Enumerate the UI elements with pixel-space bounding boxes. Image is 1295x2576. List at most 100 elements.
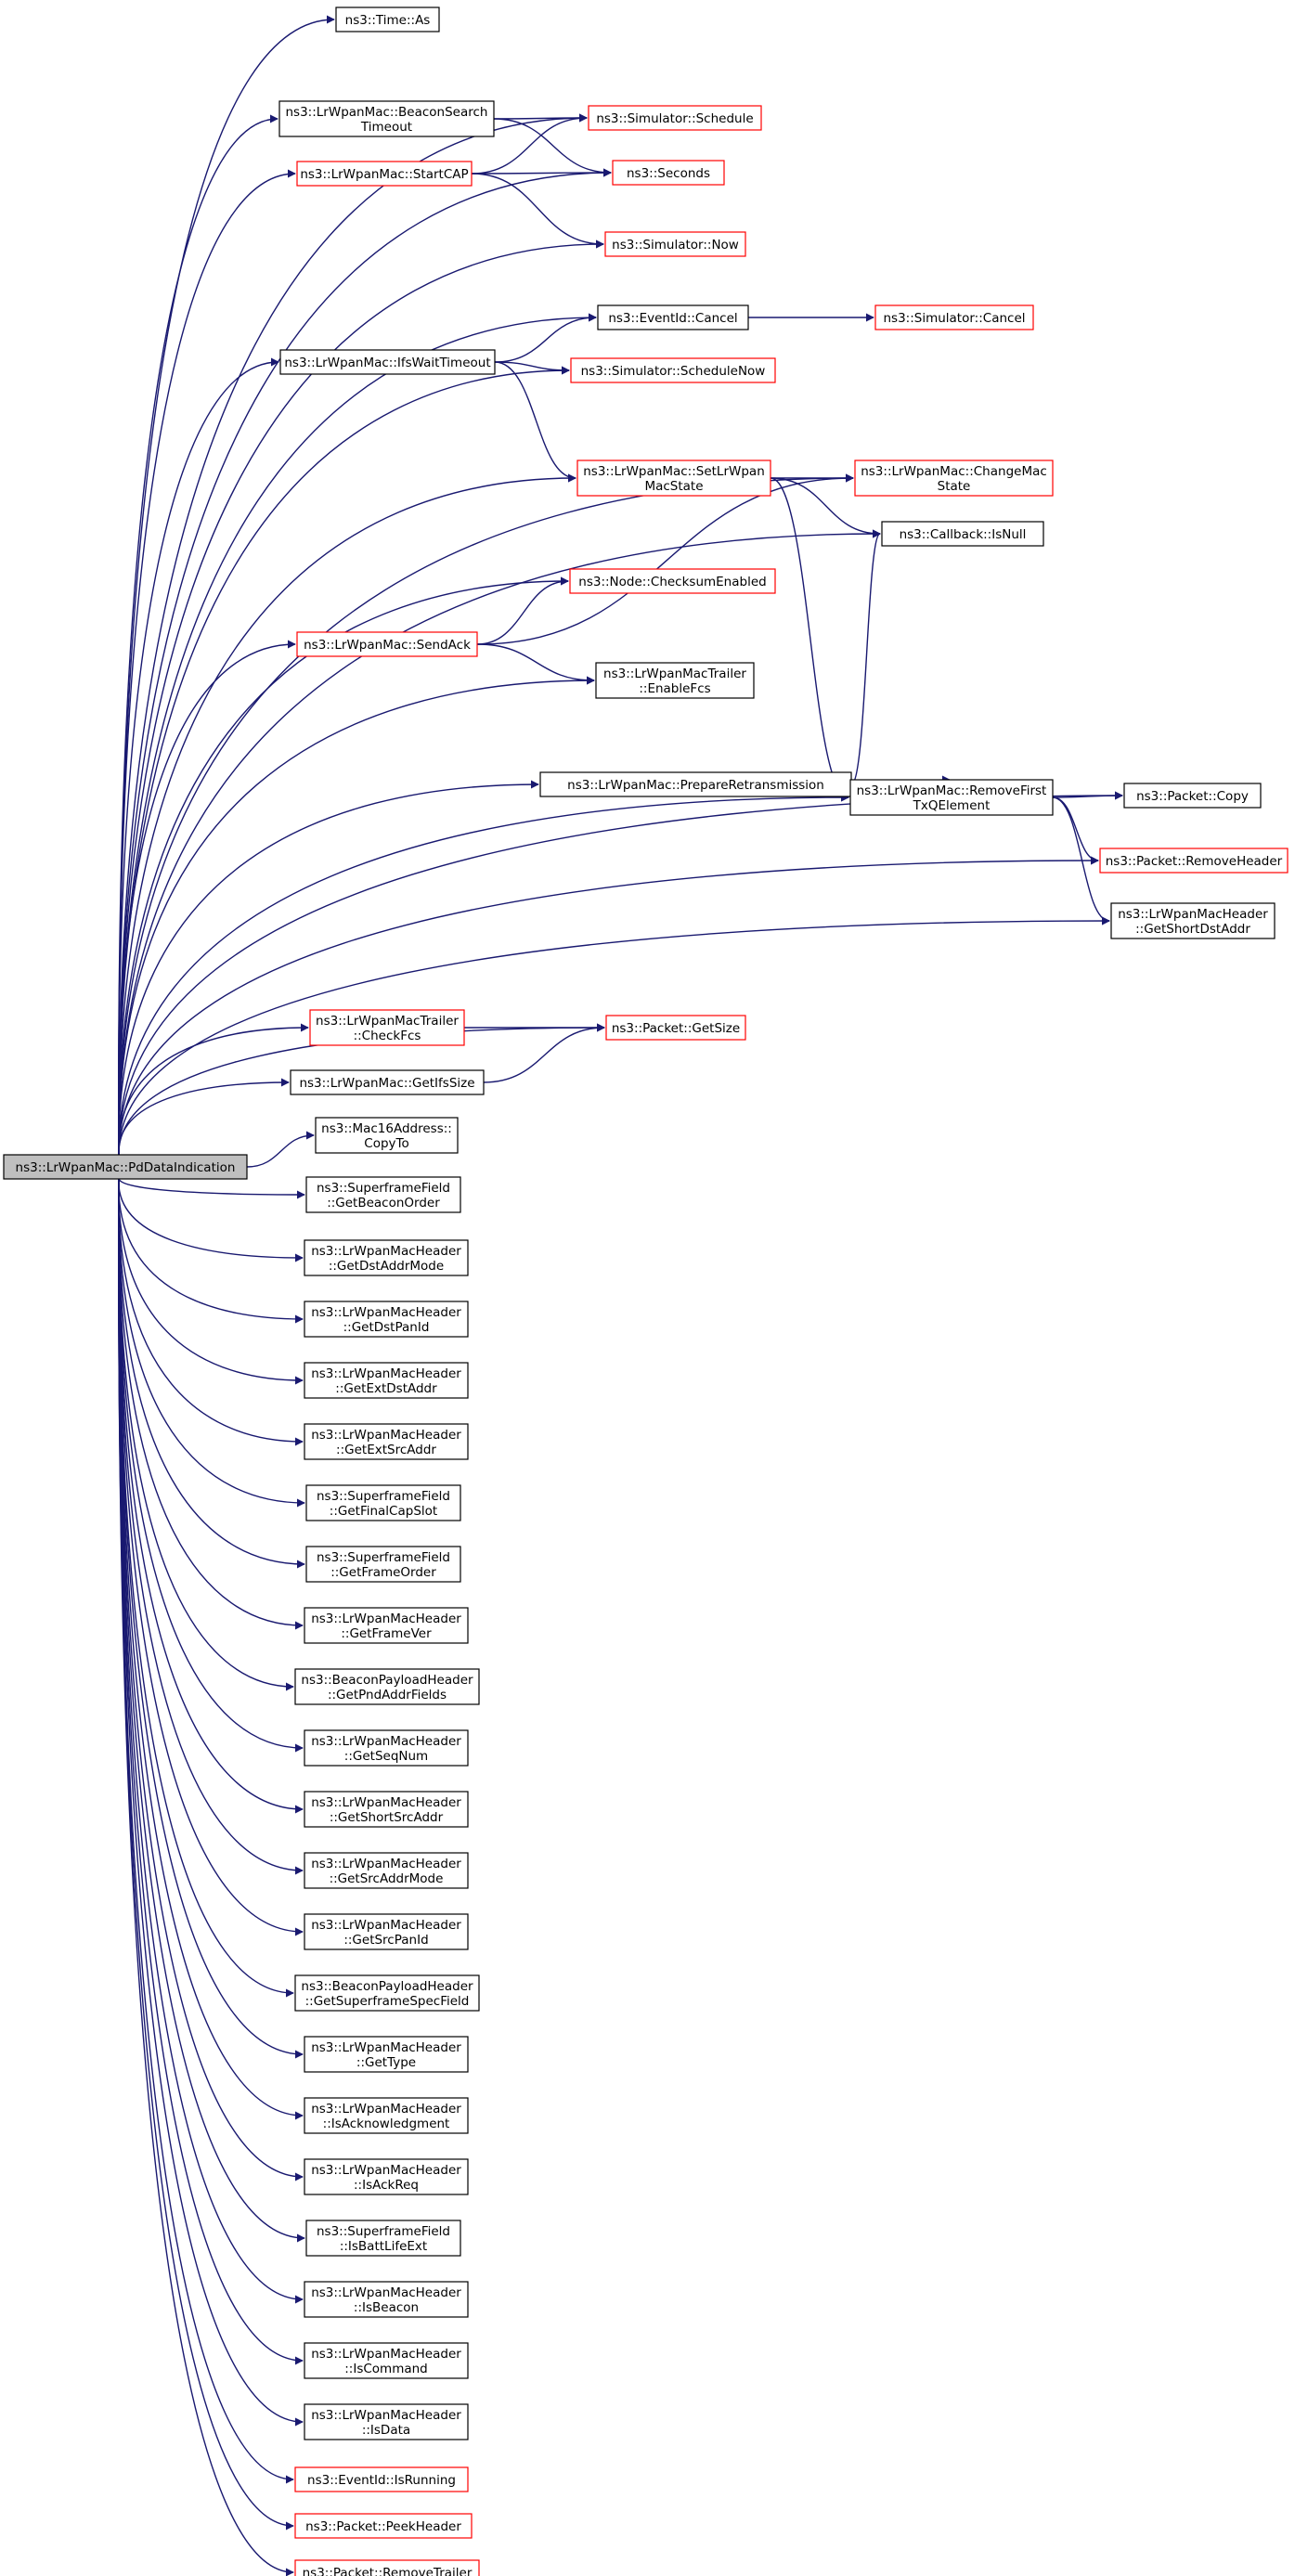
edge-root-to-ext_dst bbox=[118, 1176, 304, 1385]
node-label: ns3::SuperframeField bbox=[317, 1489, 450, 1504]
node-batt-life[interactable]: ns3::SuperframeField::IsBattLifeExt bbox=[305, 2220, 461, 2257]
node-label: ::GetDstAddrMode bbox=[329, 1259, 444, 1274]
edge-root-to-frame_ver bbox=[118, 1176, 304, 1630]
node-label: ns3::BeaconPayloadHeader bbox=[301, 1673, 473, 1688]
node-ext-dst[interactable]: ns3::LrWpanMacHeader::GetExtDstAddr bbox=[304, 1362, 469, 1399]
node-label: ns3::LrWpanMac::PrepareRetransmission bbox=[567, 778, 824, 793]
node-label: ns3::LrWpanMacHeader bbox=[311, 2102, 461, 2116]
node-is-ack-req[interactable]: ns3::LrWpanMacHeader::IsAckReq bbox=[304, 2158, 469, 2195]
edge-ifs_wait-to-set_state bbox=[494, 361, 576, 483]
node-is-running[interactable]: ns3::EventId::IsRunning bbox=[294, 2466, 469, 2492]
node-label: ::IsAcknowledgment bbox=[323, 2116, 450, 2131]
node-sim-cancel[interactable]: ns3::Simulator::Cancel bbox=[874, 304, 1034, 330]
node-copy-to[interactable]: ns3::Mac16Address::CopyTo bbox=[315, 1117, 459, 1154]
node-root[interactable]: ns3::LrWpanMac::PdDataIndication bbox=[3, 1154, 248, 1180]
node-prepare-retx[interactable]: ns3::LrWpanMac::PrepareRetransmission bbox=[539, 771, 852, 797]
node-pnd-addr[interactable]: ns3::BeaconPayloadHeader::GetPndAddrFiel… bbox=[294, 1668, 480, 1705]
node-src-addr-mode[interactable]: ns3::LrWpanMacHeader::GetSrcAddrMode bbox=[304, 1852, 469, 1889]
node-is-beacon[interactable]: ns3::LrWpanMacHeader::IsBeacon bbox=[304, 2281, 469, 2318]
node-dst-addr-mode[interactable]: ns3::LrWpanMacHeader::GetDstAddrMode bbox=[304, 1239, 469, 1276]
node-box bbox=[854, 460, 1054, 497]
node-is-data[interactable]: ns3::LrWpanMacHeader::IsData bbox=[304, 2403, 469, 2440]
node-short-dst[interactable]: ns3::LrWpanMacHeader::GetShortDstAddr bbox=[1110, 902, 1276, 939]
node-label: ns3::LrWpanMacHeader bbox=[311, 2285, 461, 2300]
edge-beacon_search-to-seconds bbox=[493, 118, 612, 177]
node-send-ack[interactable]: ns3::LrWpanMac::SendAck bbox=[296, 631, 478, 657]
node-get-type[interactable]: ns3::LrWpanMacHeader::GetType bbox=[304, 2036, 469, 2073]
node-box bbox=[569, 568, 776, 594]
node-short-src[interactable]: ns3::LrWpanMacHeader::GetShortSrcAddr bbox=[304, 1791, 469, 1828]
edge-root-to-is_ack bbox=[118, 1176, 304, 2120]
edge-root-to-short_src bbox=[118, 1176, 304, 1814]
edge-root-to-remove_header bbox=[118, 856, 1099, 1158]
node-now[interactable]: ns3::Simulator::Now bbox=[604, 231, 746, 257]
node-label: ns3::LrWpanMac::IfsWaitTimeout bbox=[284, 356, 490, 370]
node-frame-ver[interactable]: ns3::LrWpanMacHeader::GetFrameVer bbox=[304, 1607, 469, 1644]
node-box bbox=[309, 1009, 465, 1046]
edge-root-to-ifs_size bbox=[118, 1078, 290, 1158]
node-checksum[interactable]: ns3::Node::ChecksumEnabled bbox=[569, 568, 776, 594]
edge-root-to-copy bbox=[118, 791, 1123, 1158]
node-is-ack[interactable]: ns3::LrWpanMacHeader::IsAcknowledgment bbox=[304, 2097, 469, 2134]
node-dst-pan[interactable]: ns3::LrWpanMacHeader::GetDstPanId bbox=[304, 1301, 469, 1338]
edge-root-to-start_cap bbox=[118, 169, 296, 1158]
node-superframe-spec[interactable]: ns3::BeaconPayloadHeader::GetSuperframeS… bbox=[294, 1974, 480, 2012]
node-check-fcs[interactable]: ns3::LrWpanMacTrailer::CheckFcs bbox=[309, 1009, 465, 1046]
edge-remove_first-to-remove_header bbox=[1052, 796, 1099, 865]
node-box bbox=[294, 2466, 469, 2492]
node-copy[interactable]: ns3::Packet::Copy bbox=[1123, 783, 1262, 809]
node-label: ns3::Packet::PeekHeader bbox=[305, 2519, 461, 2534]
node-schedule-now[interactable]: ns3::Simulator::ScheduleNow bbox=[570, 357, 776, 383]
node-label: ::GetDstPanId bbox=[343, 1320, 430, 1335]
node-label: TxQElement bbox=[913, 798, 991, 813]
node-peek-header[interactable]: ns3::Packet::PeekHeader bbox=[294, 2513, 473, 2539]
node-label: ns3::LrWpanMac::RemoveFirst bbox=[857, 783, 1047, 798]
node-ext-src[interactable]: ns3::LrWpanMacHeader::GetExtSrcAddr bbox=[304, 1423, 469, 1460]
node-eventid-cancel[interactable]: ns3::EventId::Cancel bbox=[597, 304, 749, 330]
edge-root-to-short_dst bbox=[118, 916, 1110, 1158]
edge-beacon_search-to-schedule bbox=[493, 113, 588, 123]
node-beacon-order[interactable]: ns3::SuperframeField::GetBeaconOrder bbox=[305, 1176, 461, 1213]
node-label: ns3::LrWpanMacHeader bbox=[311, 1244, 461, 1259]
node-label: ns3::Packet::RemoveHeader bbox=[1106, 854, 1283, 869]
node-final-cap[interactable]: ns3::SuperframeField::GetFinalCapSlot bbox=[305, 1484, 461, 1521]
node-src-pan[interactable]: ns3::LrWpanMacHeader::GetSrcPanId bbox=[304, 1913, 469, 1950]
node-time-as[interactable]: ns3::Time::As bbox=[335, 6, 440, 32]
edge-root-to-src_pan bbox=[118, 1176, 304, 1936]
edge-root-to-seconds bbox=[118, 168, 612, 1158]
node-label: ns3::LrWpanMacHeader bbox=[311, 2408, 461, 2423]
node-label: ns3::Callback::IsNull bbox=[900, 527, 1027, 542]
edge-root-to-src_addr_mode bbox=[118, 1176, 304, 1875]
node-box bbox=[597, 304, 749, 330]
node-enable-fcs[interactable]: ns3::LrWpanMacTrailer::EnableFcs bbox=[595, 662, 755, 699]
node-remove-trailer[interactable]: ns3::Packet::RemoveTrailer bbox=[294, 2559, 480, 2576]
node-is-command[interactable]: ns3::LrWpanMacHeader::IsCommand bbox=[304, 2342, 469, 2379]
node-label: ns3::Time::As bbox=[345, 13, 431, 28]
edge-root-to-is_beacon bbox=[118, 1176, 304, 2304]
node-ifs-wait[interactable]: ns3::LrWpanMac::IfsWaitTimeout bbox=[279, 349, 496, 375]
node-seq-num[interactable]: ns3::LrWpanMacHeader::GetSeqNum bbox=[304, 1729, 469, 1767]
node-label: ::GetFrameOrder bbox=[330, 1565, 436, 1580]
node-label: ns3::LrWpanMacTrailer bbox=[603, 667, 746, 681]
node-remove-header[interactable]: ns3::Packet::RemoveHeader bbox=[1099, 848, 1289, 874]
node-frame-order[interactable]: ns3::SuperframeField::GetFrameOrder bbox=[305, 1546, 461, 1583]
node-get-size[interactable]: ns3::Packet::GetSize bbox=[605, 1015, 746, 1041]
edge-root-to-set_state bbox=[118, 473, 576, 1158]
node-box bbox=[296, 161, 473, 187]
node-ifs-size[interactable]: ns3::LrWpanMac::GetIfsSize bbox=[290, 1069, 485, 1095]
node-label: ::GetFrameVer bbox=[341, 1626, 432, 1641]
node-schedule[interactable]: ns3::Simulator::Schedule bbox=[588, 105, 762, 131]
node-isnull[interactable]: ns3::Callback::IsNull bbox=[881, 521, 1044, 547]
node-start-cap[interactable]: ns3::LrWpanMac::StartCAP bbox=[296, 161, 473, 187]
node-seconds[interactable]: ns3::Seconds bbox=[612, 160, 725, 186]
edge-root-to-frame_order bbox=[118, 1176, 305, 1569]
node-box bbox=[305, 1484, 461, 1521]
node-label: ::GetShortSrcAddr bbox=[330, 1810, 444, 1825]
edge-root-to-time_as bbox=[118, 15, 335, 1158]
node-label: ::CheckFcs bbox=[354, 1029, 421, 1043]
node-label: ::IsData bbox=[362, 2423, 410, 2438]
